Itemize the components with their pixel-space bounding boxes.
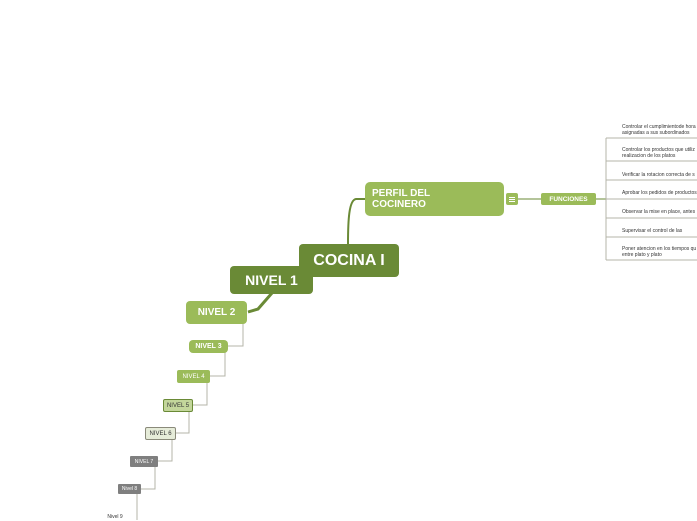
node-nivel-7-label: NIVEL 7 (134, 458, 154, 465)
funcion-item-4[interactable]: Aprobar los pedidos de productos (622, 190, 697, 196)
node-nivel-1-label: NIVEL 1 (245, 272, 298, 288)
node-nivel-3-label: NIVEL 3 (195, 343, 222, 350)
node-nivel-3[interactable]: NIVEL 3 (189, 340, 228, 353)
root-node-cocina-i[interactable]: COCINA I (299, 244, 399, 277)
node-nivel-2-label: NIVEL 2 (197, 307, 236, 318)
funcion-item-1[interactable]: Controlar el cumplimientode hora asignad… (622, 124, 696, 136)
node-funciones-label: FUNCIONES (549, 195, 588, 203)
root-node-label: COCINA I (313, 251, 385, 269)
funcion-item-5[interactable]: Observar la mise en place, antes (622, 209, 696, 215)
node-nivel-7[interactable]: NIVEL 7 (130, 456, 158, 467)
funcion-item-7[interactable]: Poner atencion en los tiempos qu entre p… (622, 246, 697, 258)
notes-menu-icon[interactable] (506, 193, 518, 205)
funcion-item-2[interactable]: Controlar los productos que utiliz reali… (622, 147, 695, 159)
node-nivel-4[interactable]: NIVEL 4 (177, 370, 210, 383)
node-nivel-9[interactable]: Nivel 9 (103, 512, 127, 521)
node-nivel-2[interactable]: NIVEL 2 (186, 301, 247, 324)
node-nivel-6[interactable]: NIVEL 6 (145, 427, 176, 440)
node-nivel-8[interactable]: Nivel 8 (118, 484, 141, 494)
node-nivel-6-label: NIVEL 6 (149, 430, 172, 437)
node-perfil-del-cocinero[interactable]: PERFIL DEL COCINERO (365, 182, 504, 216)
node-nivel-9-label: Nivel 9 (107, 513, 123, 520)
node-nivel-1[interactable]: NIVEL 1 (230, 266, 313, 294)
funcion-item-3[interactable]: Verificar la rotacion correcta de s (622, 172, 695, 178)
node-nivel-5-label: NIVEL 5 (166, 402, 190, 409)
node-perfil-label: PERFIL DEL COCINERO (372, 188, 431, 210)
node-nivel-4-label: NIVEL 4 (182, 373, 205, 380)
node-nivel-8-label: Nivel 8 (121, 486, 138, 492)
node-funciones[interactable]: FUNCIONES (541, 193, 596, 205)
node-nivel-5[interactable]: NIVEL 5 (163, 399, 193, 412)
funcion-item-6[interactable]: Supervisar el control de las consu (622, 228, 683, 235)
